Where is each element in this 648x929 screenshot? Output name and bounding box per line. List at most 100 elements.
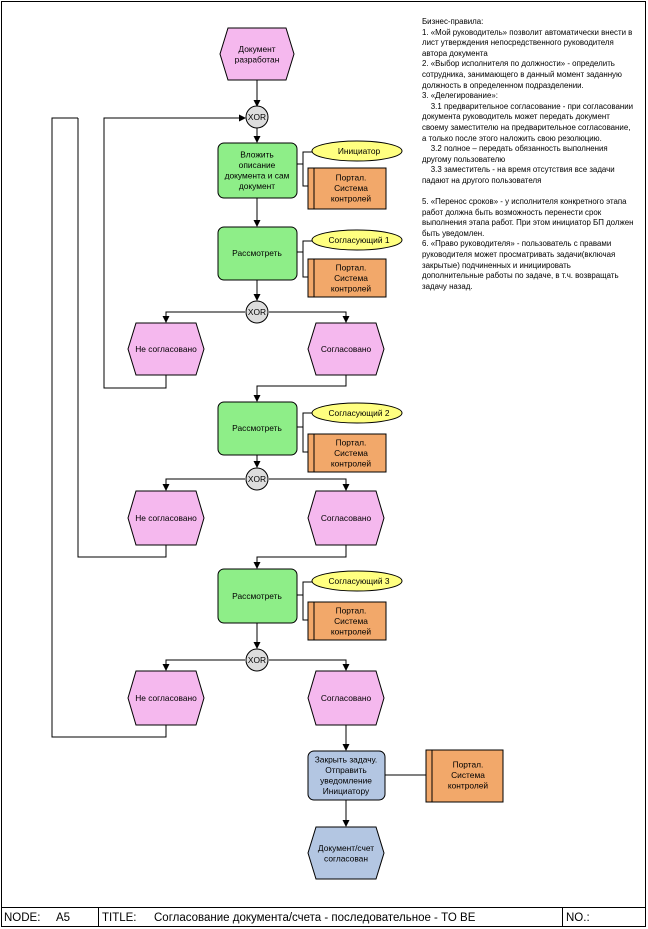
function-shape (217, 142, 298, 199)
system-shape (307, 601, 387, 641)
label-line: XOR (248, 474, 266, 484)
label-line: контролей (331, 627, 372, 637)
role-shape (311, 140, 403, 162)
label-line: контролей (331, 194, 372, 204)
edge-loop-notagreed3 (51, 117, 167, 738)
label-line: XOR (248, 655, 266, 665)
edge-xor3-notagreed2 (162, 478, 245, 491)
label-line: контролей (331, 284, 372, 294)
function-shape (217, 401, 298, 456)
edge-loop-notagreed1 (103, 114, 246, 389)
link-review3-portal4 (302, 595, 308, 621)
link-attach-initiator (297, 151, 312, 165)
function-label: Рассмотреть (232, 248, 282, 258)
label-line: документ (239, 181, 275, 191)
label-line: Система (451, 770, 485, 780)
event-label: Согласовано (321, 344, 372, 354)
edge-agreed2-review3 (253, 544, 347, 569)
xor-label: XOR (248, 474, 266, 484)
event-shape (127, 322, 205, 376)
label-line: Согласующий 2 (328, 408, 389, 418)
role-approver-2: Согласующий 2 (311, 402, 403, 424)
edge-agreed1-review2 (253, 374, 347, 402)
event-shape (127, 670, 205, 726)
business-rule-line: 3.1 предварительное согласование - при с… (422, 101, 636, 143)
business-rule-line: 3. «Делегирование»: (422, 91, 498, 101)
label-line: Система (334, 273, 368, 283)
label-line: Портал. (336, 606, 367, 616)
xor-gateway-2: XOR (245, 300, 269, 324)
xor-gateway-4: XOR (245, 648, 269, 672)
function-shape (307, 750, 386, 801)
role-approver-1: Согласующий 1 (311, 229, 403, 251)
title-value: Согласование документа/счета - последова… (151, 908, 563, 927)
business-rule-line: 6. «Право руководителя» - пользователь с… (422, 239, 621, 291)
title-label: TITLE: (102, 911, 137, 924)
role-shape (311, 229, 403, 251)
edge-xor2-agreed1 (269, 311, 350, 323)
event-label: Не согласовано (135, 693, 197, 703)
business-rule-line: 5. «Перенос сроков» - у исполнителя конк… (422, 197, 636, 238)
business-rule-line (422, 187, 634, 198)
function-review-3: Рассмотреть (217, 568, 298, 624)
title-block: NODE: A5 TITLE: Согласование документа/с… (1, 907, 646, 927)
label-line: Инициатор (338, 146, 381, 156)
link-review3-approver3 (297, 581, 312, 596)
label-line: Система (334, 183, 368, 193)
event-shape (307, 670, 385, 726)
event-label: Не согласовано (135, 513, 197, 523)
label-line: Согласующий 3 (328, 576, 389, 586)
function-label: Рассмотреть (232, 423, 282, 433)
role-label: Инициатор (338, 146, 381, 156)
label-line: Согласовано (321, 513, 372, 523)
event-shape (307, 322, 385, 376)
edge-loop-notagreed2 (77, 118, 167, 558)
event-label: Согласовано (321, 693, 372, 703)
label-line: Система (334, 616, 368, 626)
label-line: Документ/счет (318, 843, 374, 853)
edge-xor2-notagreed1 (162, 311, 245, 323)
node-label: NODE: (4, 911, 41, 924)
business-rule-line: 1. «Мой руководитель» позволит автоматич… (422, 27, 635, 58)
business-rules: Бизнес-правила:1. «Мой руководитель» поз… (422, 17, 634, 292)
business-rule-line: 2. «Выбор исполнителя по должности» - оп… (422, 59, 625, 90)
xor-label: XOR (248, 655, 266, 665)
xor-gateway-1: XOR (245, 105, 269, 129)
role-label: Согласующий 2 (328, 408, 389, 418)
node-value: A5 (53, 908, 99, 927)
role-shape (311, 570, 403, 592)
label-line: Согласовано (321, 344, 372, 354)
event-label: Не согласовано (135, 344, 197, 354)
function-shape (217, 568, 298, 624)
label-line: согласован (324, 853, 368, 863)
label-line: Закрыть задачу. (315, 754, 377, 764)
event-agreed-1: Согласовано (307, 322, 385, 376)
label-line: уведомление (320, 775, 372, 785)
xor-label: XOR (248, 307, 266, 317)
event-shape (219, 27, 295, 81)
system-shape (307, 433, 387, 473)
label-line: Портал. (336, 173, 367, 183)
label-line: Согласовано (321, 693, 372, 703)
xor-shape (245, 300, 269, 324)
label-line: Не согласовано (135, 693, 197, 703)
event-not-agreed-1: Не согласовано (127, 322, 205, 376)
xor-gateway-3: XOR (245, 467, 269, 491)
role-label: Согласующий 3 (328, 576, 389, 586)
event-not-agreed-3: Не согласовано (127, 670, 205, 726)
xor-shape (245, 105, 269, 129)
role-approver-3: Согласующий 3 (311, 570, 403, 592)
